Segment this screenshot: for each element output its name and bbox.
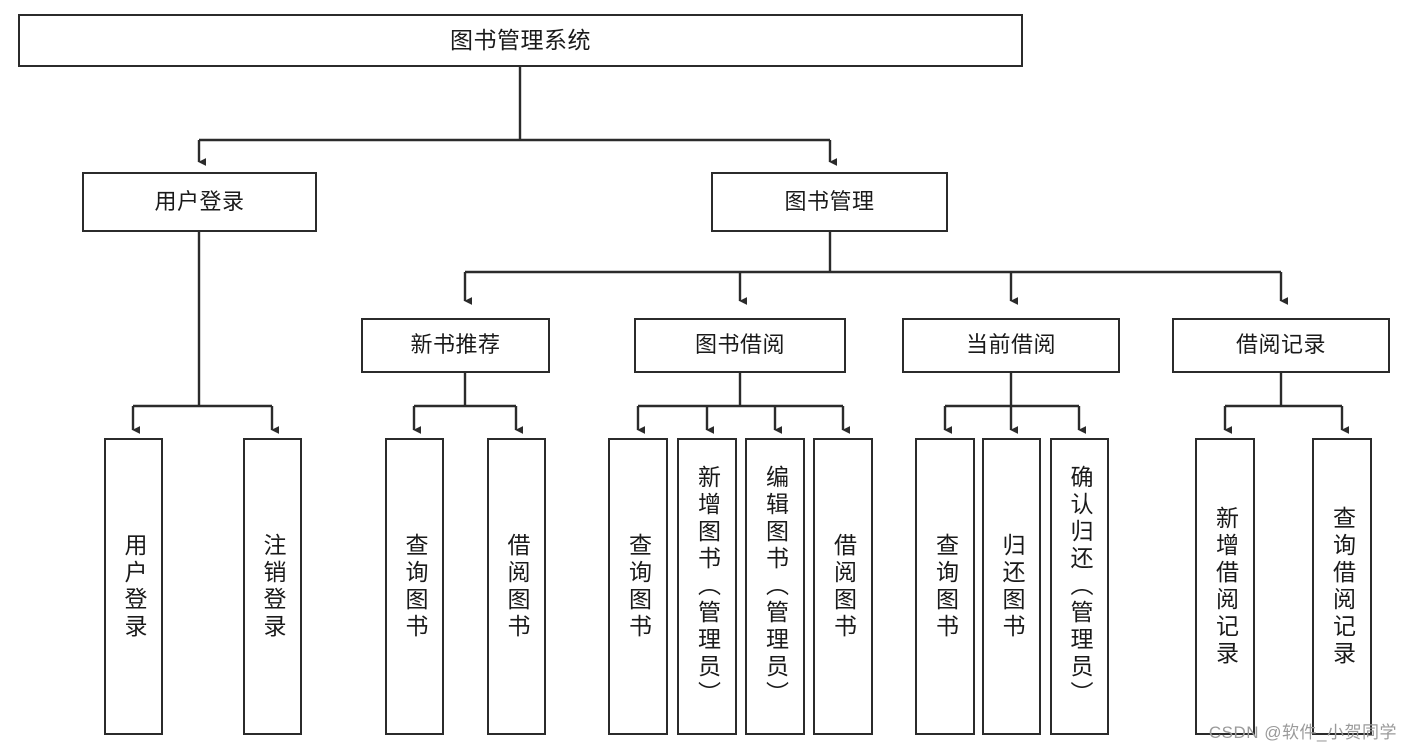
leaf-user-login-login[interactable]: 用户登录 [104, 438, 163, 735]
leaf-borrow-borrow-book[interactable]: 借阅图书 [813, 438, 873, 735]
leaf-recommend-query-book[interactable]: 查询图书 [385, 438, 444, 735]
watermark-text: CSDN @软件_小贺同学 [1208, 723, 1397, 742]
node-label: 图书管理系统 [450, 26, 591, 53]
leaf-current-return-book[interactable]: 归还图书 [982, 438, 1041, 735]
node-label: 用户登录 [121, 532, 147, 641]
node-user-login[interactable]: 用户登录 [82, 172, 317, 232]
node-label: 新增借阅记录 [1212, 505, 1239, 668]
leaf-record-query-record[interactable]: 查询借阅记录 [1312, 438, 1372, 735]
node-label: 用户登录 [154, 188, 245, 214]
node-label: 借阅记录 [1235, 332, 1326, 358]
node-label: 查询图书 [932, 532, 959, 641]
node-label: 借阅图书 [830, 532, 857, 641]
leaf-recommend-borrow-book[interactable]: 借阅图书 [487, 438, 546, 735]
node-label: 注销登录 [260, 532, 286, 641]
node-label: 借阅图书 [504, 532, 530, 641]
node-current-borrow[interactable]: 当前借阅 [902, 318, 1120, 373]
node-book-management[interactable]: 图书管理 [711, 172, 948, 232]
node-label: 编辑图书（管理员） [762, 465, 789, 708]
node-root-system[interactable]: 图书管理系统 [18, 14, 1023, 67]
node-label: 查询借阅记录 [1329, 505, 1356, 668]
leaf-current-query-book[interactable]: 查询图书 [915, 438, 975, 735]
node-label: 新增图书（管理员） [694, 465, 721, 708]
node-new-book-recommend[interactable]: 新书推荐 [361, 318, 550, 373]
leaf-current-confirm-return-admin[interactable]: 确认归还（管理员） [1050, 438, 1109, 735]
leaf-borrow-add-book-admin[interactable]: 新增图书（管理员） [677, 438, 737, 735]
node-label: 图书借阅 [694, 332, 785, 358]
node-label: 确认归还（管理员） [1067, 465, 1093, 708]
node-label: 查询图书 [402, 532, 428, 641]
node-label: 图书管理 [784, 188, 875, 214]
node-label: 归还图书 [999, 532, 1025, 641]
node-borrow-record[interactable]: 借阅记录 [1172, 318, 1390, 373]
node-label: 查询图书 [625, 532, 652, 641]
leaf-borrow-query-book[interactable]: 查询图书 [608, 438, 668, 735]
leaf-record-add-record[interactable]: 新增借阅记录 [1195, 438, 1255, 735]
node-book-borrow[interactable]: 图书借阅 [634, 318, 846, 373]
leaf-borrow-edit-book-admin[interactable]: 编辑图书（管理员） [745, 438, 805, 735]
node-label: 当前借阅 [965, 332, 1056, 358]
node-label: 新书推荐 [410, 332, 501, 358]
leaf-user-login-logout[interactable]: 注销登录 [243, 438, 302, 735]
